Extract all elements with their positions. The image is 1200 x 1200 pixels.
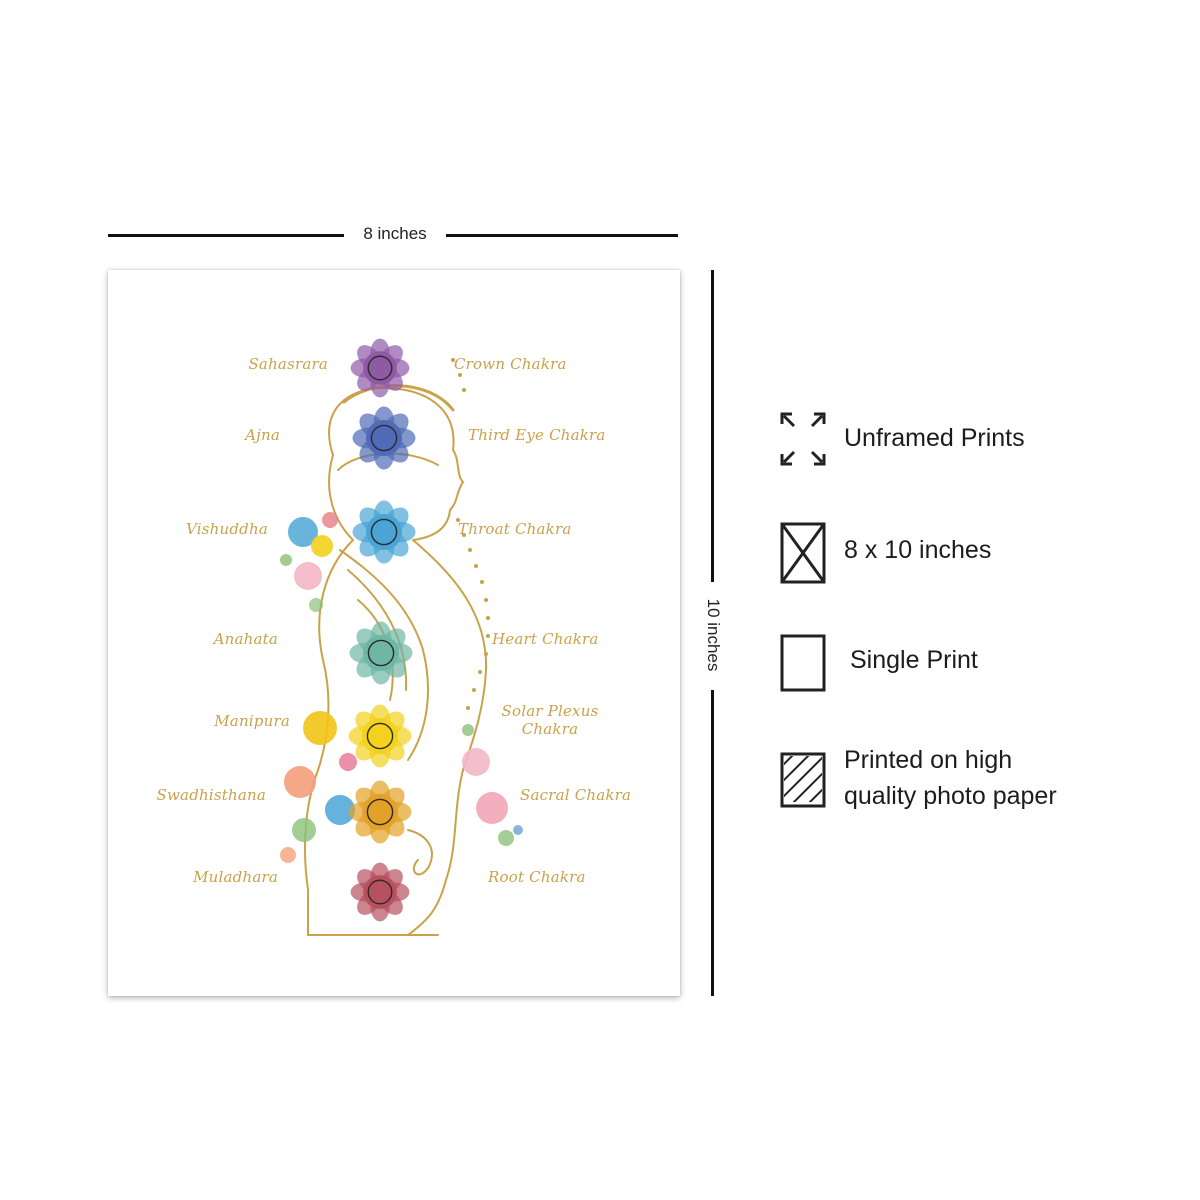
feature-paper: Printed on high quality photo paper (778, 746, 1178, 814)
vishuddha-label: Vishuddha (186, 520, 268, 538)
flower-cluster-lower-left (280, 711, 357, 863)
anahata-label: Anahata (213, 630, 278, 648)
expand-corners-icon (778, 410, 828, 468)
crossed-box-icon (778, 520, 828, 584)
hatched-paper-icon (778, 750, 828, 808)
feature-size: 8 x 10 inches (778, 520, 1178, 584)
height-line-bottom (711, 690, 714, 996)
solar-plexus-chakra-label: Solar Plexus Chakra (501, 702, 599, 738)
width-line-left (108, 234, 344, 237)
sacral-chakra-label: Sacral Chakra (520, 786, 632, 804)
chakra-figure-illustration (280, 338, 523, 936)
swadhisthana-label: Swadhisthana (156, 786, 266, 804)
feature-unframed: Unframed Prints (778, 410, 1178, 474)
muladhara-label: Muladhara (193, 868, 278, 886)
throat-chakra-symbol (352, 500, 416, 564)
heart-chakra-symbol (349, 621, 413, 685)
feature-unframed-text: Unframed Prints (844, 424, 1025, 452)
root-chakra-symbol (350, 862, 410, 922)
height-dimension: 10 inches (700, 270, 726, 996)
blank-page-icon (778, 634, 828, 692)
height-label: 10 inches (704, 598, 723, 672)
feature-single: Single Print (778, 634, 1178, 698)
width-line-right (446, 234, 678, 237)
manipura-label: Manipura (214, 712, 290, 730)
solar-plexus-chakra-symbol (348, 704, 412, 768)
flower-cluster-right (462, 724, 523, 846)
sahasrara-label: Sahasrara (248, 355, 328, 373)
feature-paper-text: Printed on high quality photo paper (844, 746, 1057, 810)
feature-single-text: Single Print (850, 646, 978, 674)
width-dimension: 8 inches (108, 222, 678, 248)
crown-chakra-symbol (350, 338, 410, 398)
width-label: 8 inches (363, 224, 427, 243)
flower-cluster-upper-left (280, 512, 338, 612)
sacral-chakra-symbol (348, 780, 412, 844)
third-eye-chakra-symbol (352, 406, 416, 470)
feature-size-text: 8 x 10 inches (844, 536, 992, 564)
gold-spine-dots (451, 358, 490, 710)
throat-chakra-label: Throat Chakra (458, 520, 572, 538)
heart-chakra-label: Heart Chakra (492, 630, 599, 648)
height-line-top (711, 270, 714, 582)
crown-chakra-label: Crown Chakra (454, 355, 567, 373)
ajna-label: Ajna (245, 426, 280, 444)
root-chakra-label: Root Chakra (488, 868, 586, 886)
third-eye-chakra-label: Third Eye Chakra (468, 426, 606, 444)
